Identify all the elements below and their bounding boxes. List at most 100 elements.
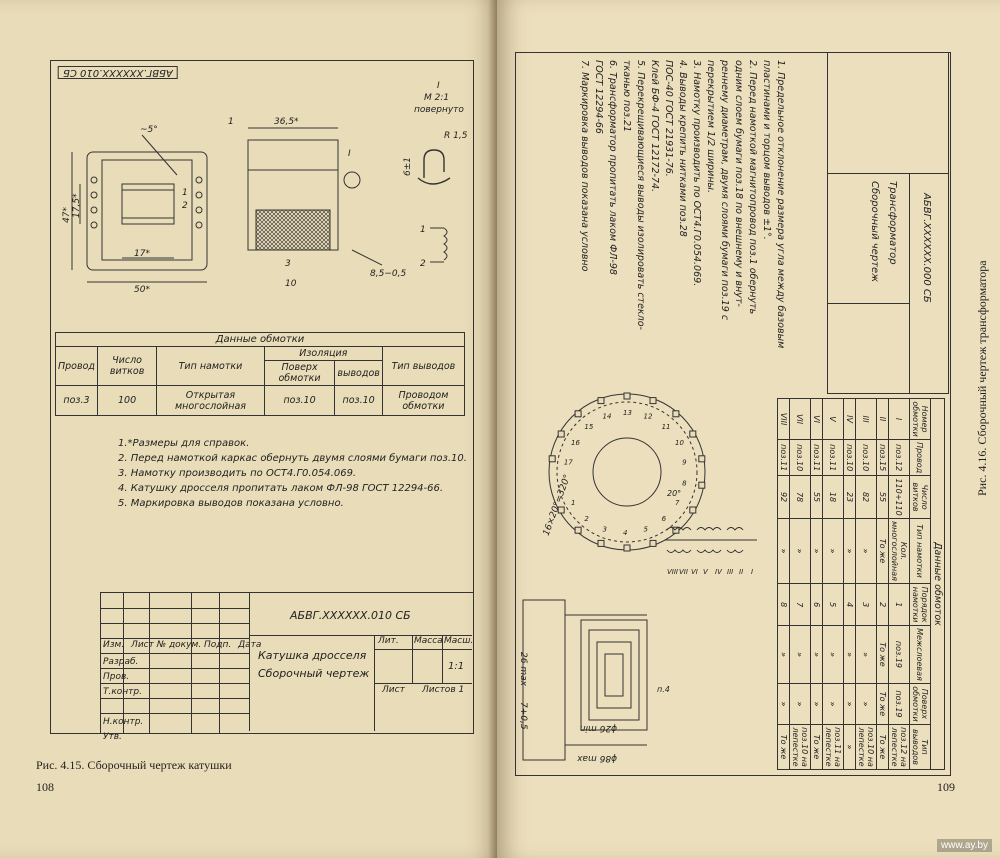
note-line: ГОСТ 12294-66 [593, 60, 604, 134]
table-cell: II [876, 398, 889, 440]
note-line: перекрытием 1/2 ширины. [705, 60, 716, 194]
lead-1: 1 [420, 225, 426, 235]
detail-scale: М 2:1 [424, 93, 449, 103]
note-line: 2. Перед намоткой магнитопровод поз.1 об… [747, 60, 758, 315]
dim-86: ϕ86 max [576, 753, 617, 763]
note-line: 4. Катушку дросселя пропитать лаком ФЛ-9… [118, 483, 444, 494]
winding-roman: III [727, 568, 733, 576]
dim-50: 50* [134, 285, 150, 295]
pos-3: 3 [285, 259, 291, 269]
pin-label: 1 [571, 499, 575, 507]
table-cell: » [789, 518, 811, 584]
right-notes: 1. Предельное отклонение размера угла ме… [577, 60, 787, 360]
left-page-number: 108 [36, 780, 54, 794]
tb-col-list: Лист [131, 640, 154, 650]
left-caption: Рис. 4.15. Сборочный чертеж катушки [36, 758, 232, 772]
note-line: Клей БФ-4 ГОСТ 12172-74. [649, 60, 660, 193]
table-cell: 3 [855, 583, 877, 626]
table-cell: » [855, 625, 877, 684]
table-cell: поз.10 на лепестке [789, 724, 811, 770]
tb-sheet: Лист [382, 685, 405, 695]
pin-tab [649, 397, 657, 405]
tb-scale: 1:1 [448, 661, 465, 672]
right-page-number: 109 [937, 780, 955, 794]
pin-label: 4 [623, 529, 627, 537]
table-cell: 55 [810, 475, 823, 519]
pin-label: 2 [584, 515, 589, 523]
detail-roman: I [437, 81, 440, 91]
table-cell: поз.10 [855, 439, 877, 476]
dim-8-5: 8,5−0,5 [370, 269, 406, 279]
dim-angle: ~5° [140, 125, 158, 135]
tr-col-header: Номер обмотки [909, 398, 931, 440]
col-leads-ins: выводов [334, 360, 383, 386]
table-cell: VI [810, 398, 823, 440]
pin-tab [698, 455, 706, 463]
table-cell: I [888, 398, 910, 440]
pin-tab [672, 410, 680, 418]
winding-roman: VIII [667, 568, 678, 576]
tb-role: Утв. [103, 732, 122, 742]
table-cell: То же [876, 724, 889, 770]
table-cell: » [822, 683, 844, 725]
side-view-transformer [522, 599, 648, 761]
table-cell: 4 [843, 583, 856, 626]
note-line: 3. Намотку производить по ОСТ4.Г0.054.06… [118, 468, 357, 479]
tr-title-2: Сборочный чертеж [869, 181, 880, 283]
note-line: реннему диаметрам, двумя слоями бумаги п… [719, 60, 730, 321]
table-cell: » [843, 683, 856, 725]
tb-role: Н.контр. [103, 717, 144, 727]
drawing-frame-right [515, 52, 951, 776]
cell-lead-type: Проводом обмотки [381, 385, 466, 416]
table-cell: » [843, 724, 856, 770]
left-notes: 1.*Размеры для справок. 2. Перед намотко… [118, 436, 467, 511]
pin-tab [649, 539, 657, 547]
note-line: ПОС-40 ГОСТ 21931-76. [663, 60, 674, 177]
pin-label: 5 [644, 525, 649, 533]
table-cell: IV [843, 398, 856, 440]
pin-label: 3 [603, 525, 607, 533]
table-cell: То же [777, 724, 790, 770]
lead-2: 2 [420, 259, 426, 269]
dim-angle-total: 16×20°=320° [542, 473, 573, 537]
pin-label: 8 [682, 479, 687, 487]
winding-schematic [665, 527, 757, 553]
coil-schematic [430, 227, 448, 263]
table-cell: » [777, 683, 790, 725]
pin-tab [574, 526, 582, 534]
pin-tab [623, 544, 631, 552]
winding-roman: IV [715, 568, 723, 576]
note-line: пластинами и торцом выводов ±1°. [761, 60, 772, 240]
note-line: тканью поз.21 [621, 60, 632, 133]
detail-hook [417, 149, 451, 185]
right-caption: Рис. 4.16. Сборочный чертеж трансформато… [975, 260, 989, 496]
dim-angle-20: 20° [667, 489, 681, 498]
dim-17: 17* [134, 249, 150, 259]
tb-role [103, 700, 143, 715]
tb-col-doc: № докум. [156, 640, 202, 650]
pin-tab [557, 430, 565, 438]
tr-col-header: Тип намотки [909, 518, 931, 584]
dim-26: ϕ26 min [579, 723, 617, 733]
table-cell: поз.12 [888, 439, 910, 476]
pin-tab [689, 506, 697, 514]
watermark: www.ay.by [936, 839, 992, 852]
table-cell: 92 [777, 475, 790, 519]
pin-label: 11 [662, 423, 671, 431]
tb-sheets: Листов 1 [422, 685, 465, 695]
table-cell: VIII [777, 398, 790, 440]
table-cell: VII [789, 398, 811, 440]
side-view [247, 127, 383, 266]
table-cell: То же [876, 518, 889, 584]
note-line: одним слоем бумаги поз.18 по внешнему и … [733, 60, 744, 307]
